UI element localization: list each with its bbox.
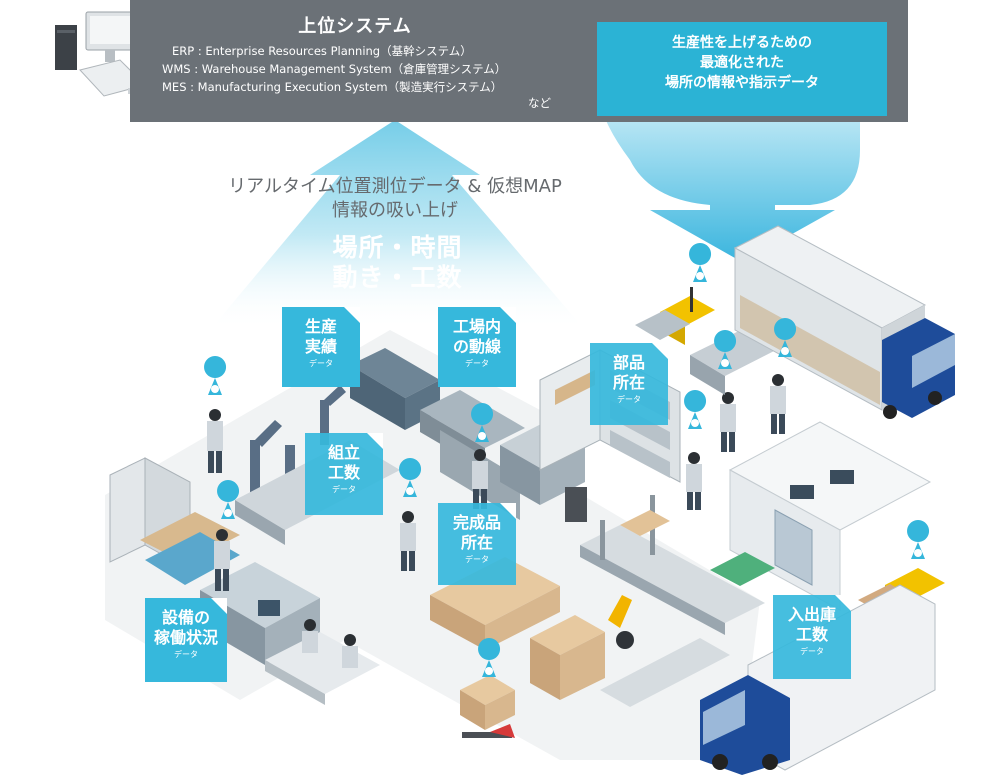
callout-inout-hours: 入出庫 工数 データ — [773, 595, 851, 679]
office-room — [728, 421, 932, 611]
system-line-erp: ERP : Enterprise Resources Planning（基幹シス… — [172, 44, 472, 58]
callout-equipment-status: 設備の 稼働状況 データ — [145, 598, 227, 682]
callout-assembly-hours: 組立 工数 データ — [305, 433, 383, 515]
system-line-mes: MES : Manufacturing Execution System（製造実… — [162, 80, 503, 94]
callout-line2: 稼働状況 — [153, 628, 218, 647]
callout-sub: データ — [465, 555, 489, 564]
callout-sub: データ — [332, 485, 356, 494]
corner-fold — [500, 307, 516, 323]
callout-line2: 工数 — [795, 625, 828, 644]
corner-fold — [500, 503, 516, 519]
system-etc: など — [528, 96, 551, 110]
callout-line1: 完成品 — [452, 513, 501, 532]
location-pin-icon — [399, 458, 422, 497]
corner-fold — [367, 433, 383, 449]
callout-line2: 所在 — [612, 373, 645, 392]
callout-line1: 入出庫 — [787, 605, 836, 624]
optimized-data-text: 生産性を上げるための 最適化された 場所の情報や指示データ — [597, 33, 887, 93]
realtime-big-line2: 動き・工数 — [332, 263, 463, 292]
upper-system-title: 上位システム — [298, 16, 412, 37]
packing-conveyor — [580, 495, 775, 707]
location-pin-icon — [714, 330, 737, 369]
callout-sub: データ — [465, 359, 489, 368]
callout-line1: 工場内 — [452, 317, 501, 336]
callout-line1: 設備の — [161, 608, 210, 627]
realtime-heading-line1: リアルタイム位置測位データ & 仮想MAP — [228, 176, 562, 197]
optimized-line-2: 最適化された — [700, 55, 784, 71]
forklift-top — [635, 287, 715, 345]
location-pin-icon — [217, 480, 240, 519]
down-arrow — [600, 95, 860, 262]
optimized-line-1: 生産性を上げるための — [672, 35, 812, 51]
optimized-data-box — [597, 22, 887, 116]
callout-factory-flow: 工場内 の動線 データ — [438, 307, 516, 387]
callout-sub: データ — [800, 647, 824, 656]
callout-line1: 生産 — [304, 317, 337, 336]
system-line-wms: WMS : Warehouse Management System（倉庫管理シス… — [162, 62, 507, 76]
realtime-heading-line2: 情報の吸い上げ — [332, 200, 458, 221]
corner-fold — [652, 343, 668, 359]
desktop-computer-icon — [55, 11, 146, 97]
callout-line1: 組立 — [327, 443, 360, 462]
realtime-big-line1: 場所・時間 — [332, 233, 463, 262]
location-pin-icon — [689, 243, 712, 282]
location-pin-icon — [478, 638, 501, 677]
location-pin-icon — [774, 318, 797, 357]
location-pin-icon — [907, 520, 930, 559]
truck-top — [733, 225, 955, 419]
callout-line2: の動線 — [452, 337, 501, 356]
location-pin-icon — [471, 403, 494, 442]
callout-line2: 実績 — [304, 337, 337, 356]
callout-finished-goods-location: 完成品 所在 データ — [438, 503, 516, 585]
corner-fold — [344, 307, 360, 323]
location-pins — [204, 243, 930, 677]
optimized-line-3: 場所の情報や指示データ — [665, 75, 819, 91]
callout-line1: 部品 — [612, 353, 645, 372]
robot-arms — [250, 385, 346, 495]
workers — [207, 374, 786, 668]
location-pin-icon — [684, 390, 707, 429]
up-arrow — [210, 120, 585, 330]
location-pin-icon — [204, 356, 227, 395]
corner-fold — [835, 595, 851, 611]
finished-goods-stack — [430, 557, 605, 738]
callout-sub: データ — [309, 359, 333, 368]
corner-fold — [211, 598, 227, 614]
callout-line2: 工数 — [327, 463, 360, 482]
callout-sub: データ — [174, 650, 198, 659]
callout-sub: データ — [617, 395, 641, 404]
callout-production-results: 生産 実績 データ — [282, 307, 360, 387]
callout-line2: 所在 — [460, 533, 493, 552]
callout-parts-location: 部品 所在 データ — [590, 343, 668, 425]
